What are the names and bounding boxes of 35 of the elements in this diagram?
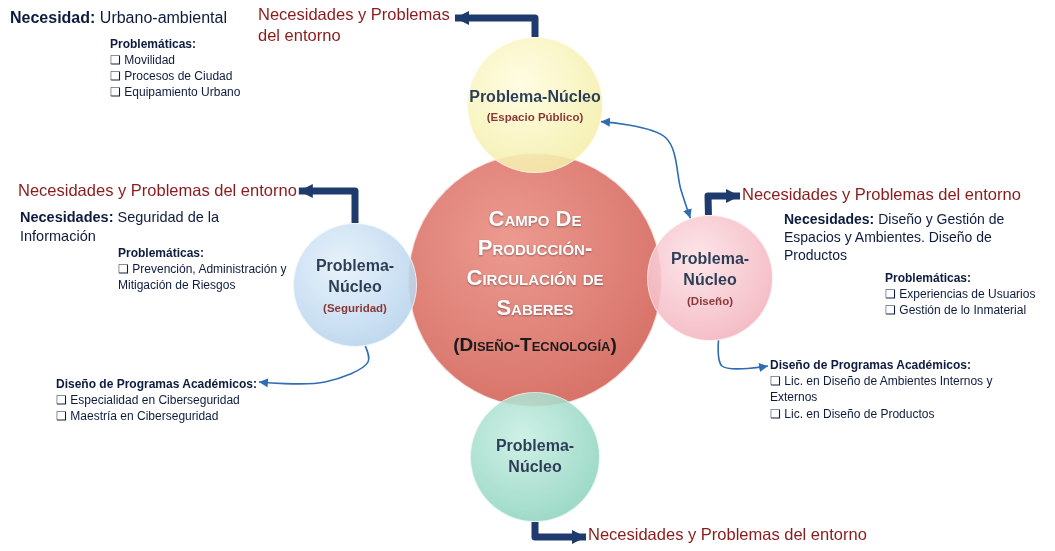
circle-subtitle: (Diseño) — [687, 294, 733, 307]
program-item: ❑ Especialidad en Ciberseguridad — [56, 392, 241, 409]
arrow — [298, 184, 359, 223]
list-item: ❑ Equipamiento Urbano — [110, 85, 241, 101]
arrow — [717, 339, 769, 372]
heading-text: Necesidades y Problemas del entorno — [18, 180, 297, 201]
circle-subtitle: (Espacio Público) — [486, 111, 584, 124]
circle-subtitle: (Diseño-Tecnología) — [453, 334, 617, 357]
needs-text: Necesidades: Diseño y Gestión de Espacios y Ambientes. Diseño de Productos — [784, 210, 1006, 265]
circle-subtitle: (Seguridad) — [323, 301, 387, 314]
heading-text: Necesidades y Problemas del entorno — [588, 524, 867, 545]
needs-text: Necesidades: Seguridad de la Información — [20, 208, 221, 246]
list-heading: Problemáticas: — [885, 271, 972, 287]
program-heading: Diseño de Programas Académicos: — [770, 357, 972, 374]
circle-title: Problema-Núcleo — [469, 86, 601, 107]
program-item: ❑ Lic. en Diseño de Ambientes Internos y Externos — [770, 373, 994, 406]
circle-title: Problema-Núcleo — [314, 256, 396, 297]
arrow — [258, 345, 370, 388]
list-heading: Problemáticas: — [110, 37, 197, 53]
circle-title: Problema-Núcleo — [669, 249, 751, 290]
list-heading: Problemáticas: — [118, 246, 205, 262]
circle-title: Problema-Núcleo — [494, 436, 576, 477]
circle-title: Campo De Producción-Circulación de Saberes — [465, 204, 605, 322]
list-item: ❑ Gestión de lo Inmaterial — [885, 303, 1027, 319]
needs-text: Necesidad: Urbano-ambiental — [10, 8, 227, 28]
heading-text: Necesidades y Problemas del entorno — [742, 184, 1021, 205]
list-item: ❑ Movilidad — [110, 53, 176, 69]
arrow — [600, 117, 692, 219]
list-item: ❑ Experiencias de Usuarios — [885, 287, 1036, 303]
heading-text: Necesidades y Problemas del entorno — [258, 4, 451, 46]
list-item: ❑ Procesos de Ciudad — [110, 69, 233, 85]
program-item: ❑ Maestría en Ciberseguridad — [56, 408, 220, 425]
list-item: ❑ Prevención, Administración y Mitigación de Riesgos — [118, 262, 288, 294]
program-heading: Diseño de Programas Académicos: — [56, 376, 257, 393]
program-item: ❑ Lic. en Diseño de Productos — [770, 405, 936, 422]
